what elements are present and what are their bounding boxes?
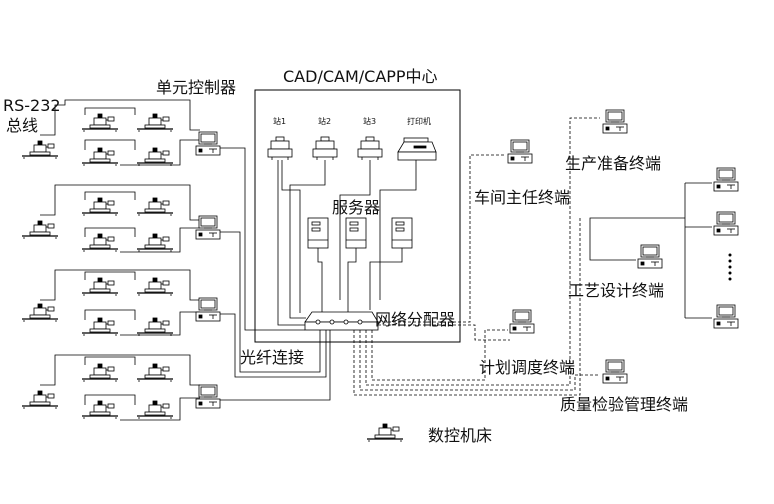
station2-label: 站2 [318,117,332,126]
server-label: 服务器 [332,198,381,217]
cnc-machine-icon [136,400,174,420]
quality-terminal-icon [602,359,628,384]
station-2-icon [312,136,338,161]
production-prep-terminal-icon [602,109,628,134]
unit-controller-icon [195,297,221,322]
station-3-icon [357,136,383,161]
cnc-machine-icon [81,233,119,253]
quality-label: 质量检验管理终端 [560,395,689,414]
station-1-icon [267,136,293,161]
cnc-machine-icon [136,363,174,383]
process-design-terminal-icon [637,244,663,269]
station3-label: 站3 [363,117,377,126]
design-terminal-icon [713,304,739,329]
design-terminal-icon [713,211,739,236]
server-3-icon [391,217,413,249]
ellipsis-dots [728,253,732,281]
network-distributor-label: 网络分配器 [375,310,456,329]
unit-controller-icon [195,215,221,240]
workshop-director-terminal-icon [507,139,533,164]
fiber-link-label: 光纤连接 [240,348,305,367]
rs232-label: RS-232 [3,96,61,115]
server-2-icon [345,217,367,249]
server-1-icon [307,217,329,249]
cnc-machine-icon [21,390,59,410]
printer-icon [397,137,437,161]
cnc-machine-icon [136,147,174,167]
design-terminal-icon [713,167,739,192]
bus-label: 总线 [6,116,39,135]
cnc-machine-icon [81,197,119,217]
cnc-machine-icon [21,140,59,160]
cnc-machine-icon [81,277,119,297]
workshop-director-label: 车间主任终端 [474,188,571,207]
printer-label: 打印机 [407,117,431,126]
cnc-machine-icon [136,277,174,297]
dashed-links [353,117,600,396]
cnc-machine-icon [81,363,119,383]
station1-label: 站1 [273,117,287,126]
production-prep-label: 生产准备终端 [565,154,662,173]
fiber-lines [220,147,331,401]
process-design-label: 工艺设计终端 [568,281,665,300]
cnc-machine-icon [136,197,174,217]
network-distributor-icon [304,311,379,331]
cnc-machine-legend-label: 数控机床 [428,426,493,445]
cnc-machine-icon [136,233,174,253]
cnc-machine-icon [136,113,174,133]
bus-lines [40,99,200,421]
cnc-machine-icon [136,317,174,337]
cnc-machine-icon [21,220,59,240]
cnc-machine-icon [81,147,119,167]
unit-controller-icon [195,131,221,156]
cnc-machine-icon [81,400,119,420]
cnc-machine-icon [21,303,59,323]
planning-terminal-icon [509,309,535,334]
cad-center-label: CAD/CAM/CAPP中心 [283,67,438,86]
planning-label: 计划调度终端 [479,358,576,377]
unit-controller-icon [195,384,221,409]
cnc-machine-icon [81,317,119,337]
unit-controller-label: 单元控制器 [156,78,237,97]
cnc-machine-icon [81,113,119,133]
